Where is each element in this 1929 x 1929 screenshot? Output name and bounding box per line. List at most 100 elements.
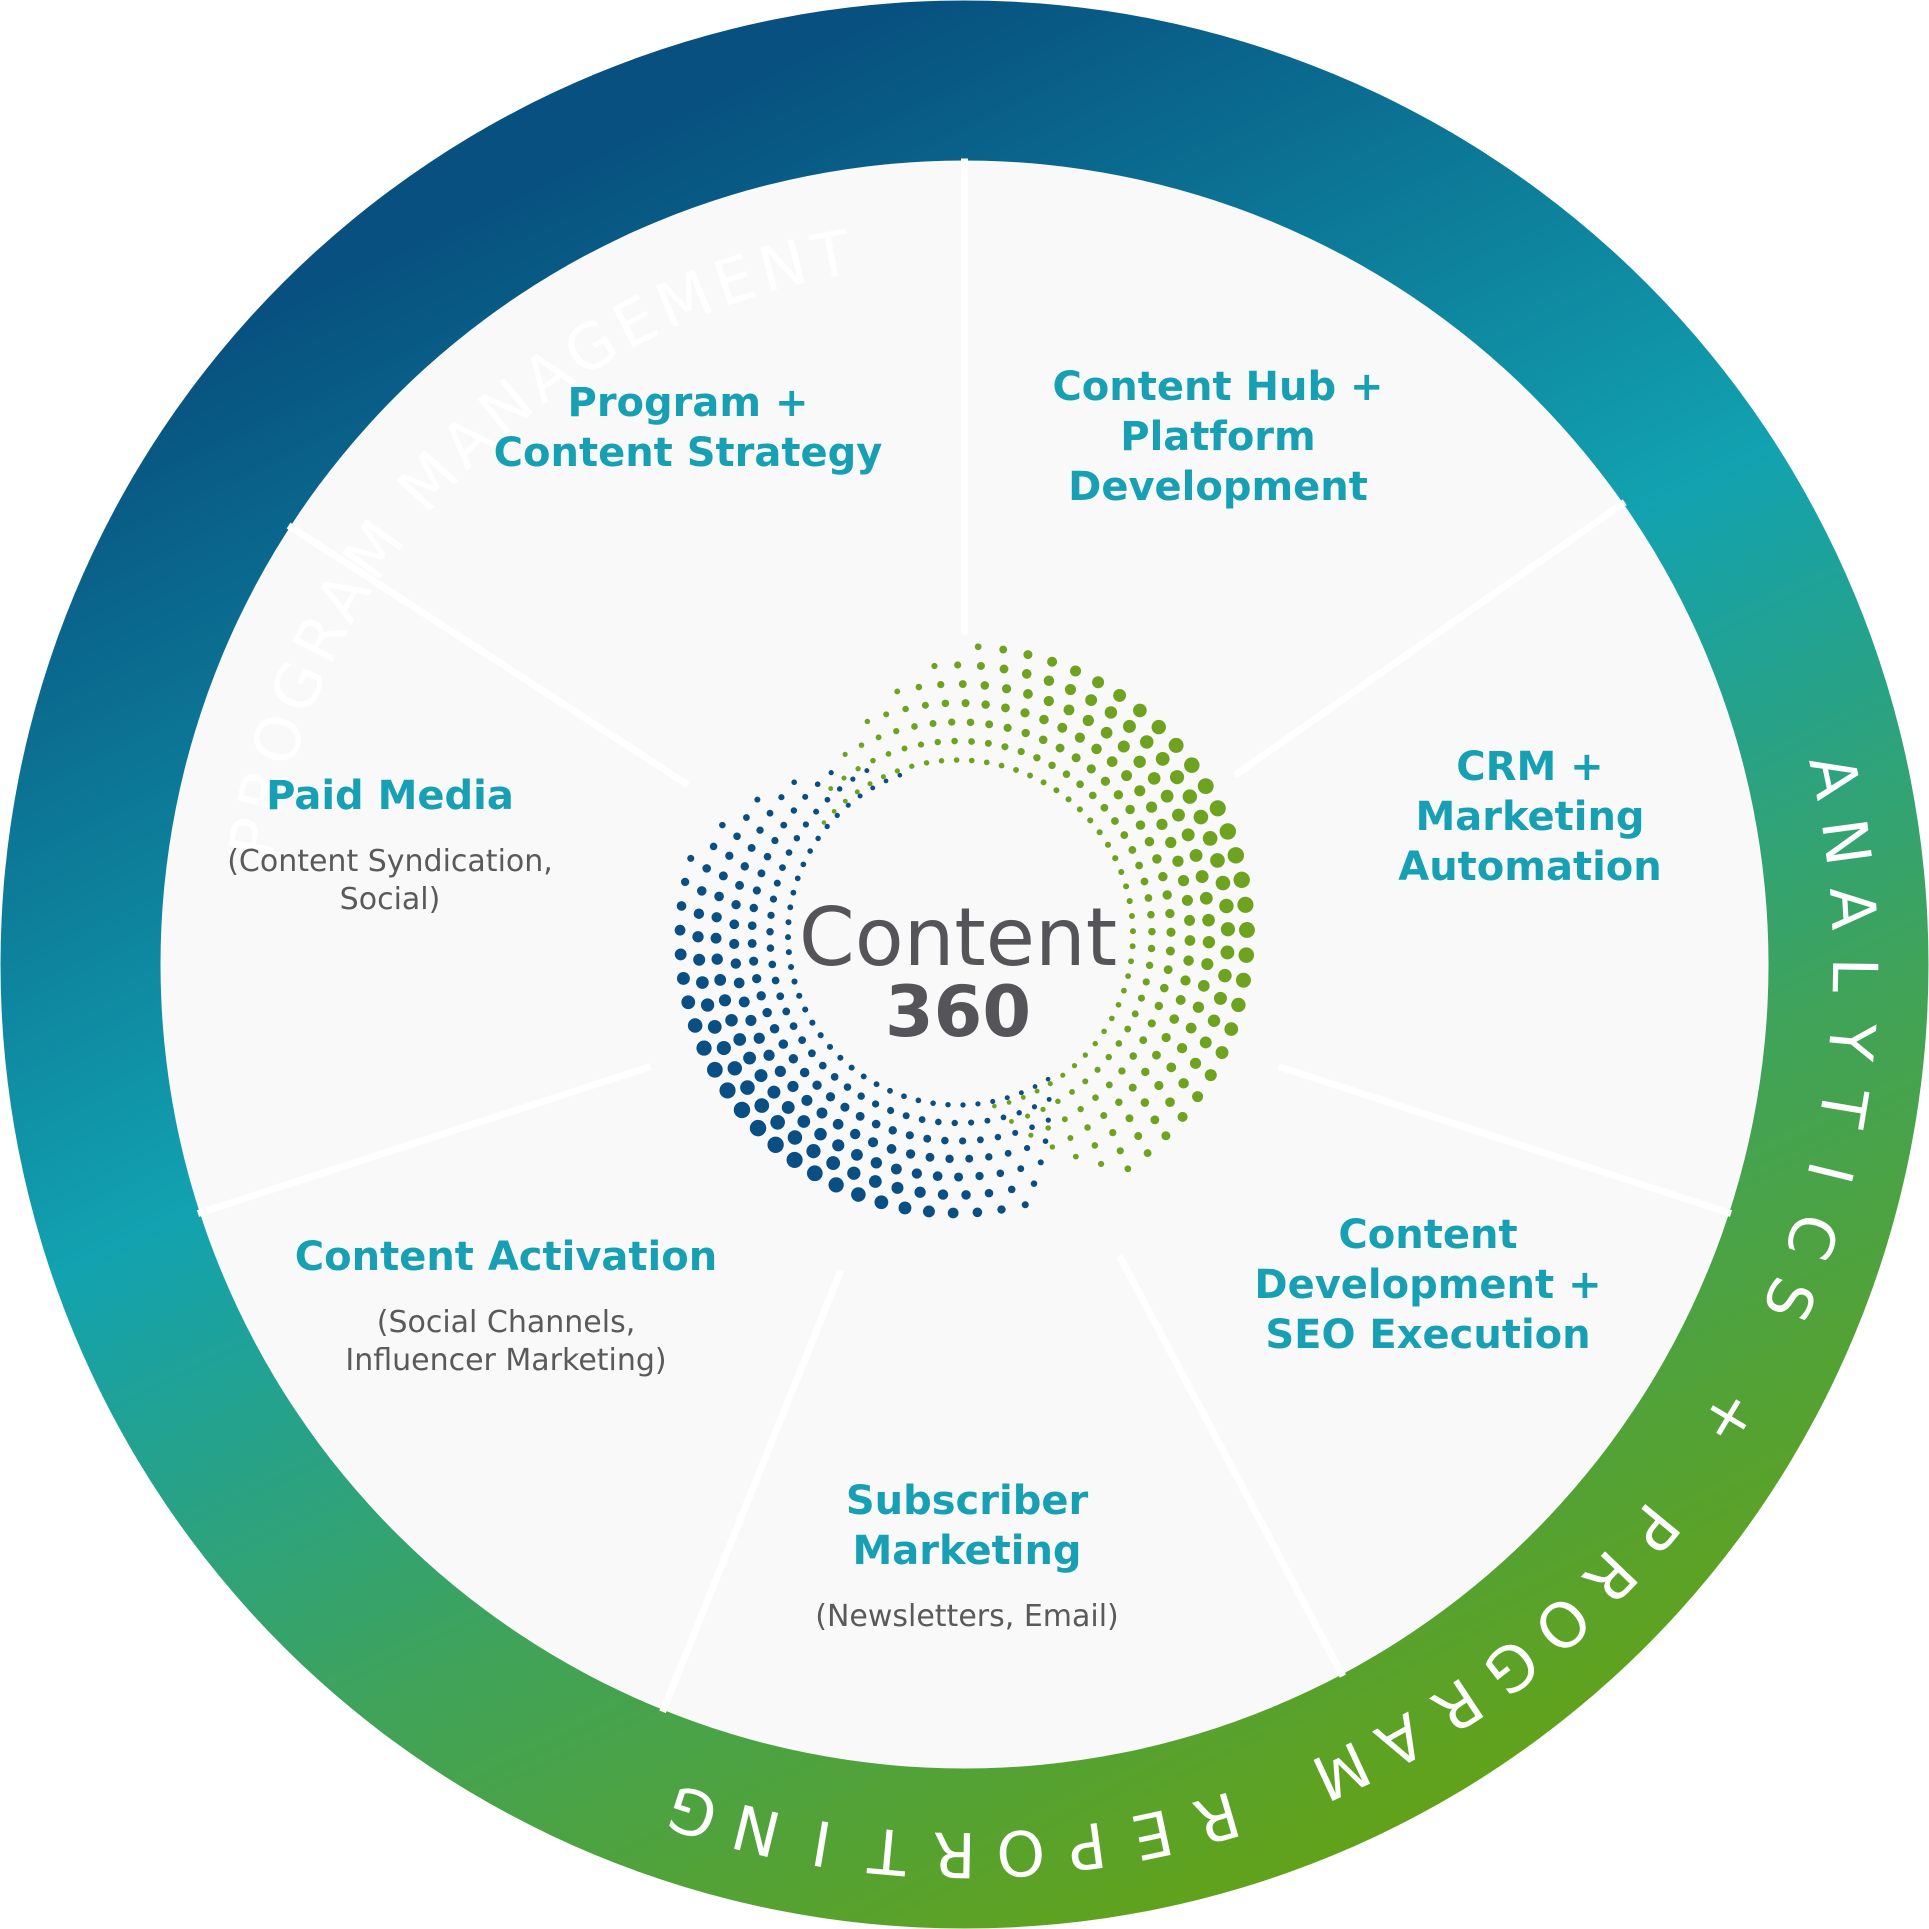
- swirl-dot-blue: [693, 908, 705, 919]
- swirl-dot-green: [1181, 894, 1193, 906]
- swirl-dot-blue: [794, 875, 801, 882]
- swirl-dot-green: [854, 789, 860, 795]
- swirl-dot-blue: [785, 919, 792, 926]
- swirl-dot-green: [1169, 770, 1185, 785]
- swirl-dot-blue: [733, 977, 745, 989]
- swirl-dot-green: [842, 751, 848, 757]
- swirl-dot-blue: [883, 778, 889, 784]
- swirl-dot-green: [1197, 980, 1210, 992]
- swirl-dot-green: [1184, 935, 1196, 946]
- swirl-dot-green: [1154, 1080, 1164, 1091]
- swirl-dot-green: [1140, 735, 1154, 749]
- swirl-dot-green: [1043, 675, 1055, 686]
- swirl-dot-green: [934, 738, 941, 746]
- swirl-dot-blue: [749, 1119, 767, 1137]
- swirl-dot-blue: [785, 934, 792, 941]
- swirl-dot-blue: [749, 903, 759, 913]
- swirl-dot-blue: [975, 1171, 984, 1181]
- swirl-dot-green: [961, 699, 970, 708]
- swirl-dot-green: [1091, 743, 1102, 755]
- swirl-dot-green: [953, 757, 960, 763]
- swirl-dot-green: [1131, 1010, 1139, 1018]
- swirl-dot-green: [1097, 1160, 1105, 1168]
- swirl-dot-blue: [873, 1081, 880, 1088]
- swirl-dot-blue: [832, 1139, 845, 1152]
- swirl-dot-green: [968, 738, 975, 745]
- swirl-dot-blue: [693, 953, 706, 966]
- swirl-dot-blue: [870, 785, 876, 791]
- swirl-dot-green: [1053, 787, 1060, 794]
- swirl-dot-green: [1144, 836, 1155, 847]
- swirl-dot-green: [1100, 776, 1111, 786]
- swirl-dot-blue: [855, 1111, 865, 1121]
- swirl-dot-blue: [1007, 1185, 1016, 1194]
- swirl-dot-blue: [941, 1136, 949, 1145]
- swirl-dot-blue: [813, 808, 820, 815]
- swirl-dot-blue: [790, 889, 797, 896]
- swirl-dot-green: [1159, 983, 1169, 993]
- swirl-dot-green: [1148, 927, 1156, 936]
- swirl-dot-blue: [802, 1006, 809, 1013]
- segment-title-line: Content Strategy: [494, 430, 883, 476]
- swirl-dot-blue: [848, 1064, 855, 1071]
- swirl-dot-green: [1038, 735, 1048, 745]
- swirl-dot-green: [1045, 1125, 1051, 1131]
- segment-title-line: Development: [1068, 464, 1368, 510]
- swirl-dot-blue: [756, 826, 764, 834]
- swirl-dot-blue: [802, 821, 810, 828]
- swirl-dot-green: [1193, 809, 1209, 825]
- swirl-dot-blue: [770, 1114, 785, 1130]
- swirl-dot-green: [984, 739, 992, 747]
- swirl-dot-green: [1207, 1014, 1221, 1027]
- swirl-dot-green: [1183, 955, 1194, 966]
- swirl-dot-green: [821, 820, 827, 825]
- swirl-dot-blue: [888, 1126, 897, 1135]
- segment-title-line: Platform: [1120, 414, 1315, 460]
- swirl-dot-green: [1165, 946, 1175, 956]
- swirl-dot-blue: [733, 832, 741, 841]
- swirl-dot-blue: [709, 842, 718, 851]
- swirl-dot-blue: [729, 938, 740, 950]
- swirl-dot-green: [1100, 1112, 1108, 1120]
- swirl-dot-green: [855, 766, 861, 772]
- swirl-dot-blue: [897, 772, 903, 778]
- swirl-dot-green: [1192, 1001, 1205, 1013]
- swirl-dot-green: [1069, 1089, 1075, 1095]
- swirl-dot-blue: [719, 1082, 736, 1099]
- swirl-dot-green: [1210, 853, 1225, 868]
- swirl-dot-green: [1040, 779, 1047, 786]
- swirl-dot-green: [1070, 665, 1082, 677]
- swirl-dot-green: [1113, 688, 1127, 702]
- swirl-dot-blue: [786, 1151, 803, 1168]
- swirl-dot-green: [1003, 723, 1012, 732]
- swirl-dot-green: [1151, 719, 1166, 735]
- swirl-dot-blue: [812, 1080, 822, 1090]
- segment-divider-5: [659, 1269, 845, 1714]
- swirl-dot-green: [1076, 780, 1084, 789]
- swirl-dot-blue: [965, 1154, 974, 1163]
- swirl-dot-green: [1144, 894, 1153, 902]
- swirl-dot-blue: [814, 1127, 827, 1141]
- swirl-dot-green: [1175, 995, 1186, 1005]
- swirl-dot-blue: [807, 848, 813, 854]
- swirl-dot-blue: [754, 1069, 768, 1083]
- swirl-dot-green: [1150, 1115, 1160, 1125]
- swirl-dot-green: [1104, 841, 1112, 848]
- swirl-dot-blue: [828, 1177, 844, 1193]
- segment-paid-media: Paid Media(Content Syndication,Social): [227, 773, 553, 917]
- swirl-dot-blue: [984, 1117, 991, 1124]
- swirl-dot-blue: [828, 770, 834, 776]
- swirl-dot-blue: [902, 1112, 910, 1120]
- swirl-dot-green: [1047, 1081, 1053, 1087]
- swirl-dot-blue: [951, 1119, 958, 1127]
- segment-subtitle-line: (Newsletters, Email): [815, 1599, 1119, 1634]
- swirl-dot-green: [1185, 1022, 1197, 1034]
- segment-title-line: Development +: [1254, 1262, 1601, 1308]
- swirl-dot-green: [911, 723, 918, 730]
- swirl-dot-blue: [1021, 1201, 1029, 1209]
- swirl-dot-blue: [681, 995, 696, 1010]
- swirl-dot-green: [1168, 737, 1184, 753]
- swirl-dot-blue: [747, 843, 756, 852]
- swirl-dot-blue: [800, 861, 807, 868]
